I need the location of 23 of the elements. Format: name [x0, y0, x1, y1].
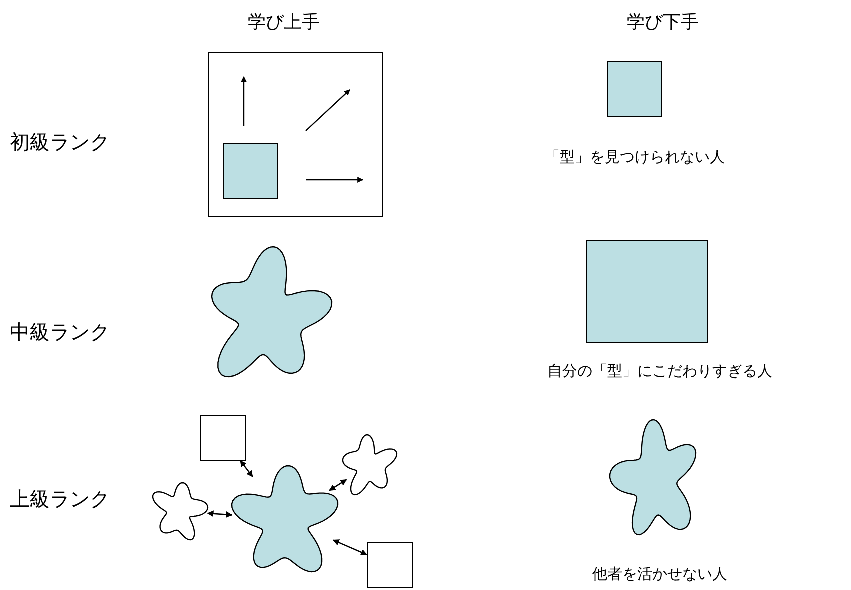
blob-shape — [343, 435, 397, 495]
row-label: 中級ランク — [10, 322, 110, 342]
node-label: 「型」を見つけられない人 — [545, 150, 725, 165]
square-box — [223, 143, 278, 199]
row-label: 上級ランク — [10, 489, 110, 509]
square-box — [586, 240, 708, 343]
double-arrow — [329, 479, 348, 492]
blob-shape — [212, 247, 332, 377]
node-label: 他者を活かせない人 — [592, 567, 728, 582]
double-arrow — [207, 510, 233, 518]
square-box — [367, 542, 413, 588]
frame-box — [208, 52, 383, 217]
double-arrow — [332, 540, 368, 556]
blob-shape — [610, 420, 696, 535]
row-label: 初級ランク — [10, 132, 110, 152]
double-arrow — [240, 460, 254, 478]
blob-shape — [232, 466, 338, 572]
node-label: 自分の「型」にこだわりすぎる人 — [548, 364, 772, 379]
column-heading: 学び上手 — [248, 14, 320, 32]
column-heading: 学び下手 — [627, 14, 699, 32]
square-box — [607, 61, 662, 117]
square-box — [200, 415, 246, 461]
blob-shape — [153, 483, 208, 540]
